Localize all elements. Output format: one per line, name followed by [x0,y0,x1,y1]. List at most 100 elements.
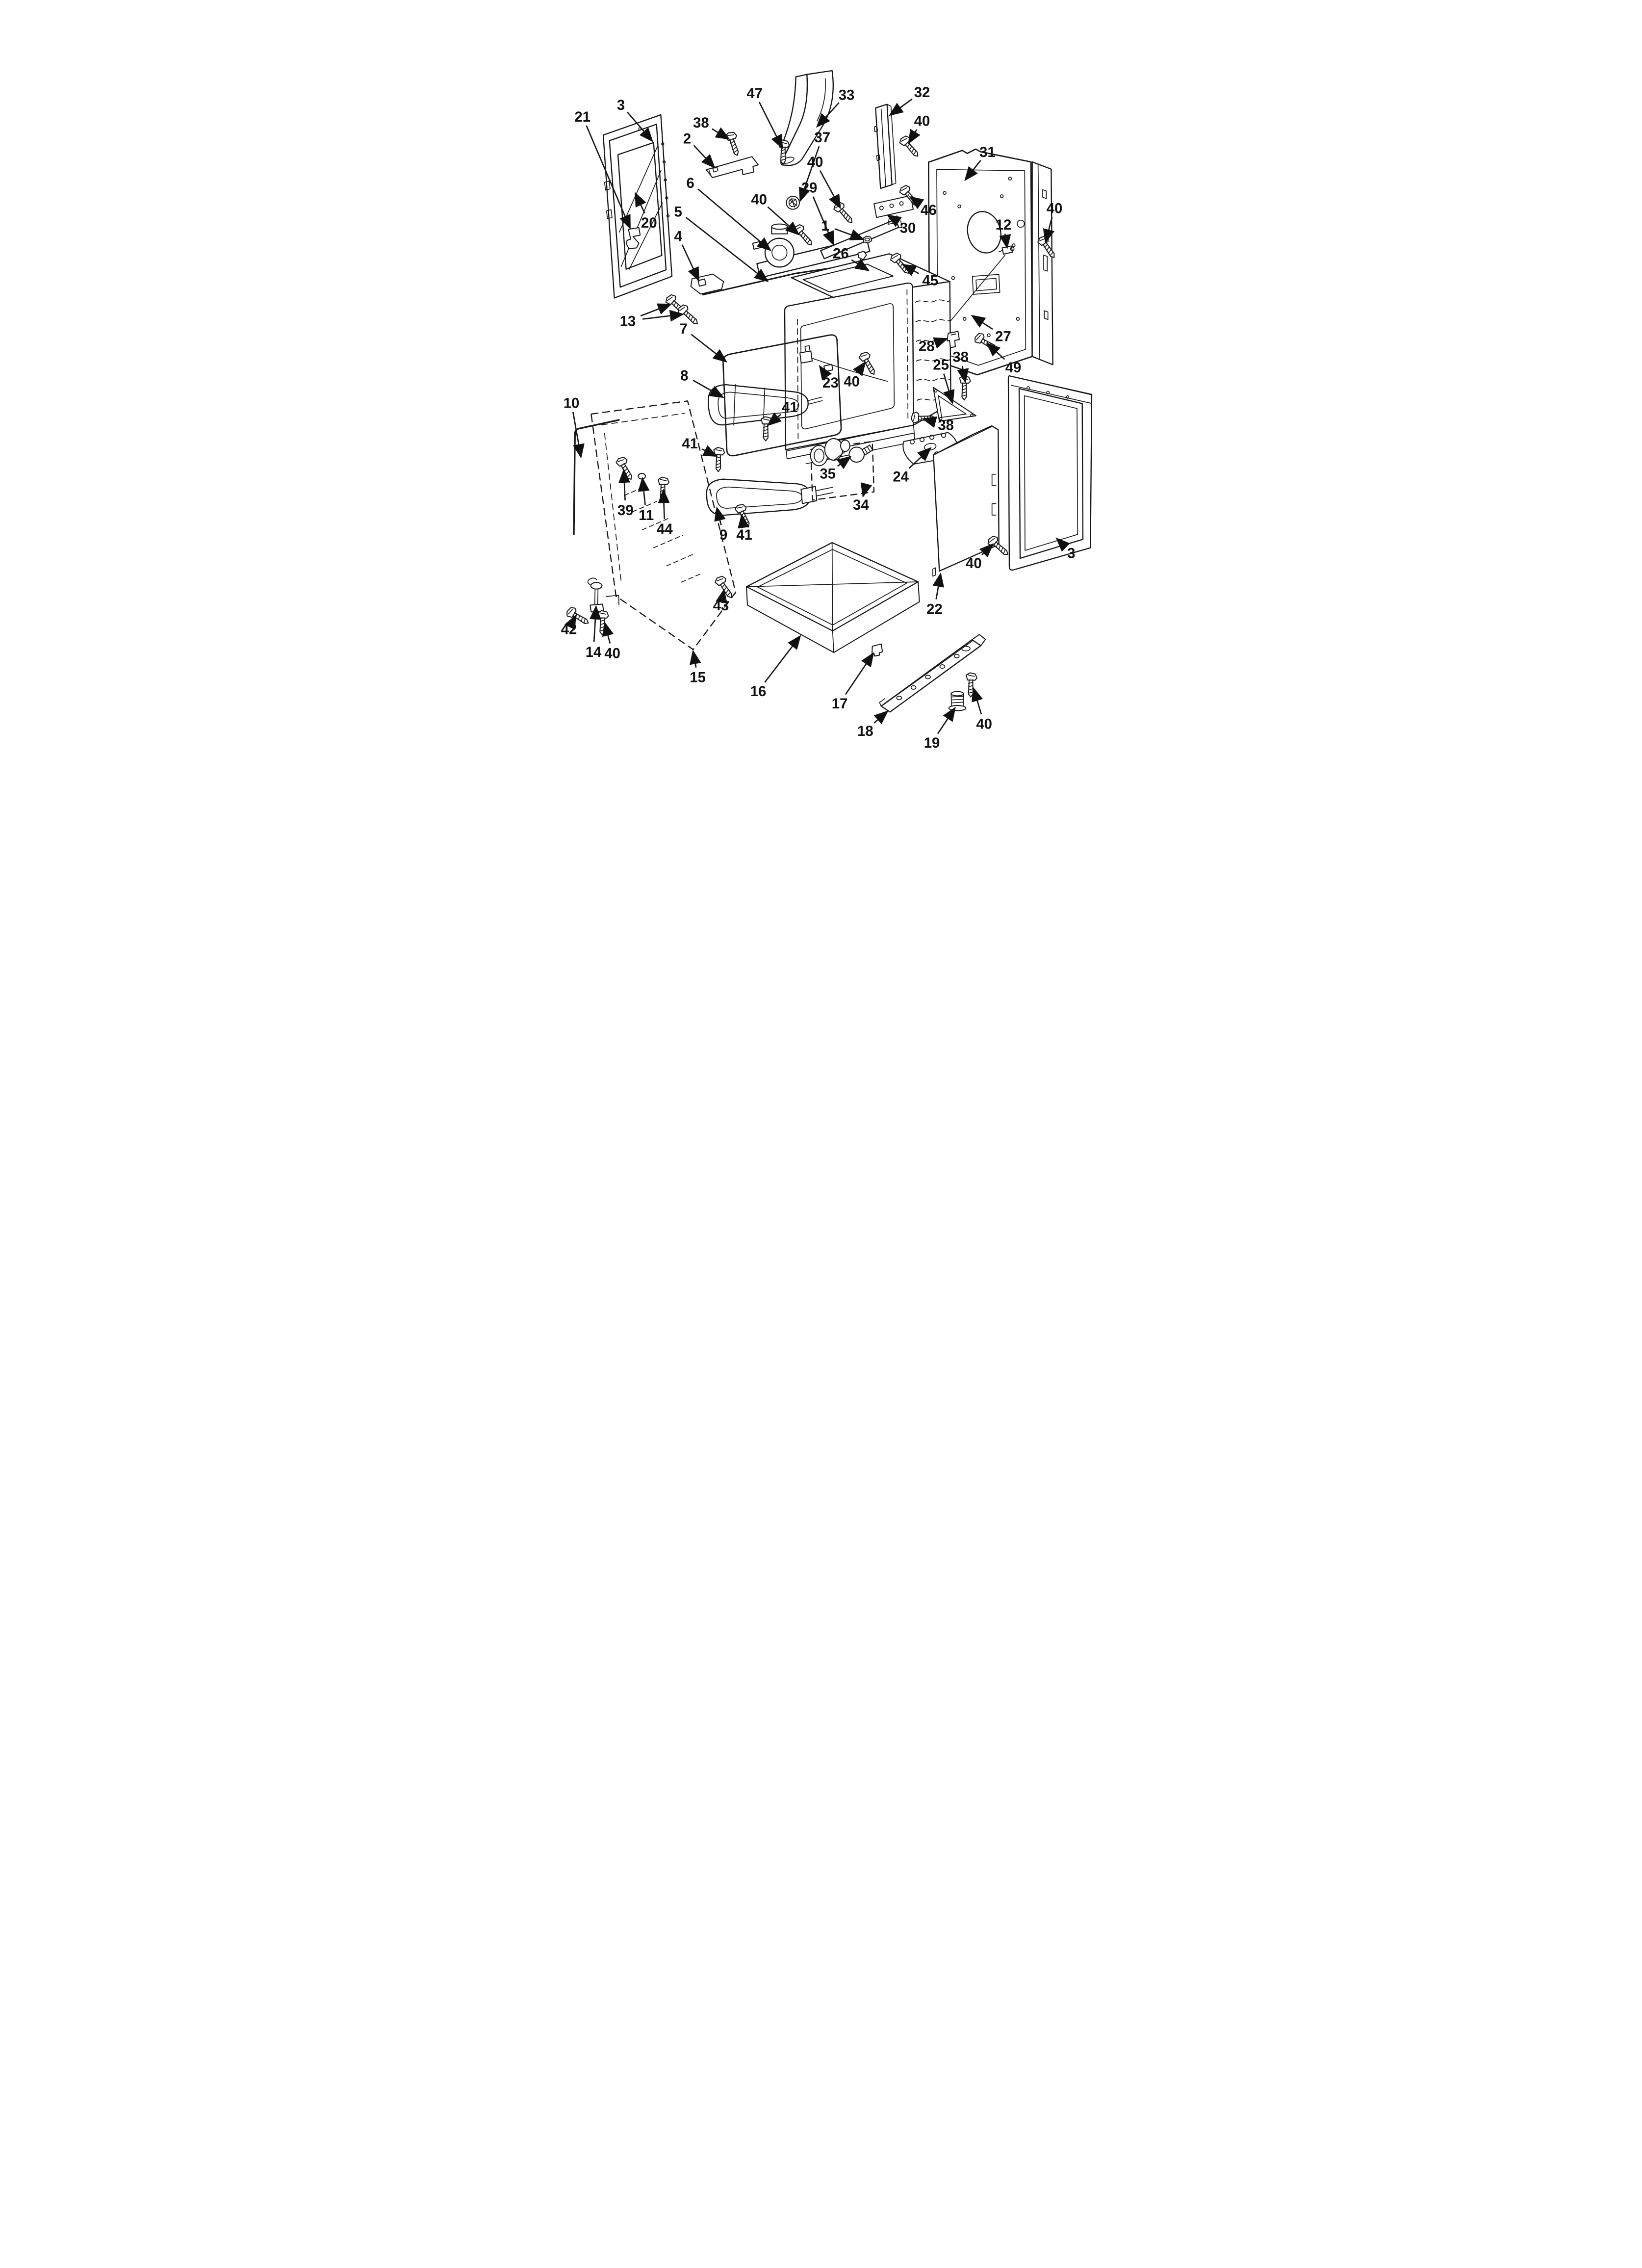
callout-label-22: 22 [926,601,943,617]
callout-label-40: 40 [844,373,860,390]
callout-arrow-17 [845,652,874,695]
callout-label-11: 11 [639,507,654,523]
rear-panel-31 [928,148,1053,376]
corner-brace-25 [932,387,976,422]
callout-arrow-27 [971,314,993,330]
callout-arrow-23 [819,365,832,381]
callout-arrow-41 [738,513,749,529]
callout-arrow-9 [714,506,726,525]
callout-label-40: 40 [914,113,930,130]
callout-label-37: 37 [814,130,830,146]
callout-arrow-44 [658,489,670,520]
callout-arrow-40 [908,129,921,145]
callout-label-45: 45 [922,272,938,288]
callout-label-2: 2 [683,130,691,147]
broil-element-9 [706,478,834,516]
callout-arrow-37 [798,146,820,203]
callout-arrow-32 [889,98,913,116]
door-clip [626,227,641,249]
callout-arrow-21 [586,125,631,230]
callout-label-18: 18 [857,723,873,739]
callout-label-40: 40 [604,645,620,661]
callout-label-46: 46 [921,202,937,218]
callout-label-1: 1 [821,218,829,234]
clip-17 [872,643,883,657]
left-side-panel [602,114,673,299]
callout-arrow-18 [873,710,889,725]
callout-arrow-5 [685,217,769,283]
grommet-37 [786,196,800,210]
callout-arrow-14 [589,605,601,643]
callout-label-27: 27 [995,329,1011,345]
vent-trim-33 [780,70,834,166]
leveling-foot-19 [948,691,967,711]
callout-arrow-8 [693,379,724,398]
callout-arrow-7 [691,334,728,363]
callout-arrow-31 [964,159,981,182]
callout-arrow-13 [640,303,672,317]
callout-label-41: 41 [736,527,752,543]
callout-label-33: 33 [839,87,855,103]
callout-arrow-38 [711,127,730,140]
callout-arrow-40 [819,170,841,209]
drawer-rail-18 [879,634,986,713]
callout-label-30: 30 [900,220,916,236]
callout-arrow-25 [943,373,955,405]
light-bulb-35 [848,444,873,463]
callout-arrow-16 [764,635,801,683]
callout-arrow-3 [626,111,653,142]
callout-label-41: 41 [682,436,698,452]
panel-insulation-20 [617,142,663,270]
callout-label-47: 47 [746,85,763,102]
right-side-panel [1007,375,1093,571]
callout-label-40: 40 [1047,201,1063,217]
spacer-11 [638,473,646,480]
callout-arrow-43 [716,588,727,604]
callout-label-7: 7 [680,321,688,337]
callout-label-43: 43 [713,598,729,614]
hex-nut-1 [862,235,872,244]
callout-label-20: 20 [641,215,657,231]
light-kit-box-34 [810,441,875,501]
callout-arrow-38 [957,365,969,384]
callout-label-23: 23 [822,375,839,391]
callout-arrow-30 [886,214,902,227]
callout-label-13: 13 [620,313,636,330]
callout-label-38: 38 [938,417,954,434]
callout-arrow-4 [681,244,700,282]
callout-arrow-12 [999,234,1011,249]
callout-arrow-42 [564,614,577,630]
callout-arrow-29 [812,196,834,246]
callout-label-24: 24 [893,469,909,485]
base-pan-16 [745,542,920,653]
leader-line [606,595,619,606]
callout-label-40: 40 [976,716,992,732]
callout-label-4: 4 [674,229,683,245]
callout-label-25: 25 [933,357,949,373]
callout-label-6: 6 [687,175,694,191]
callout-arrow-38 [922,416,937,428]
callout-arrow-6 [697,188,772,251]
callout-label-29: 29 [801,180,818,196]
callout-label-15: 15 [690,670,706,686]
callout-arrow-20 [635,192,646,214]
callout-arrow-33 [816,102,840,128]
callout-label-21: 21 [574,109,590,125]
callout-label-40: 40 [966,555,982,572]
callout-label-38: 38 [693,115,709,131]
callout-arrow-40 [1043,217,1055,244]
callout-arrow-22 [932,572,945,600]
callout-label-26: 26 [833,246,849,262]
callout-arrow-10 [572,412,585,459]
channel-bracket-32 [873,104,897,189]
callout-label-40: 40 [751,192,767,208]
callout-arrow-40 [767,206,800,235]
callout-arrow-40 [979,543,994,558]
callout-label-19: 19 [924,735,940,751]
callout-label-31: 31 [979,144,996,160]
callout-arrow-26 [851,259,870,271]
callout-arrow-28 [933,337,949,349]
callout-arrow-1 [834,228,865,240]
callout-label-17: 17 [832,696,848,712]
